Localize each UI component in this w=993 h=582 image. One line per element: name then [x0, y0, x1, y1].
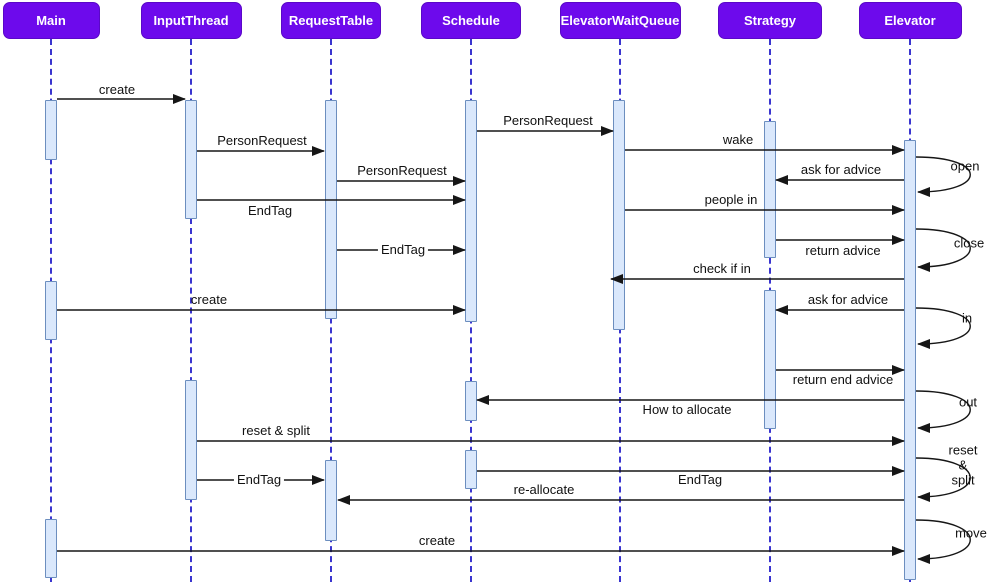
activation-bar-requesttable-5	[325, 100, 337, 319]
self-call-label-close: close	[953, 235, 985, 251]
actor-schedule: Schedule	[421, 2, 521, 39]
message-label-personrequest: PersonRequest	[217, 133, 307, 148]
self-call-label-out: out	[958, 394, 978, 410]
message-label-ask-for-advice: ask for advice	[807, 292, 889, 307]
activation-bar-inputthread-4	[185, 380, 197, 500]
message-label-personrequest: PersonRequest	[503, 113, 593, 128]
actor-label-inputthread: InputThread	[153, 13, 229, 28]
actor-elevator: Elevator	[858, 2, 962, 39]
message-label-endtag: EndTag	[677, 472, 723, 487]
message-label-return-end-advice: return end advice	[792, 372, 894, 387]
actor-main: Main	[2, 2, 100, 39]
actor-requesttable: RequestTable	[281, 2, 381, 39]
activation-bar-main-1	[45, 281, 57, 340]
activation-bar-main-2	[45, 519, 57, 578]
self-call-label-in: in	[961, 310, 973, 326]
activation-bar-main-0	[45, 100, 57, 160]
self-call-label-open: open	[950, 158, 980, 174]
activation-bar-schedule-9	[465, 450, 477, 489]
actor-label-requesttable: RequestTable	[288, 13, 374, 28]
actor-label-elevatorwaitqueue: ElevatorWaitQueue	[560, 13, 680, 28]
message-label-ask-for-advice: ask for advice	[800, 162, 882, 177]
actor-strategy: Strategy	[718, 2, 822, 39]
actor-label-main: Main	[36, 13, 66, 28]
activation-bar-requesttable-6	[325, 460, 337, 541]
message-label-endtag: EndTag	[247, 203, 293, 218]
activation-bar-strategy-11	[764, 121, 776, 258]
message-label-endtag: EndTag	[233, 473, 285, 487]
message-label-create: create	[418, 533, 456, 548]
message-label-people-in: people in	[704, 192, 758, 207]
message-label-how-to-allocate: How to allocate	[642, 402, 732, 417]
activation-bar-schedule-8	[465, 381, 477, 421]
activation-bar-schedule-7	[465, 100, 477, 322]
activation-bar-inputthread-3	[185, 100, 197, 219]
actor-label-elevator: Elevator	[884, 13, 936, 28]
self-call-label-move: move	[955, 525, 987, 541]
actor-inputthread: InputThread	[140, 2, 242, 39]
activation-bar-elevatorwaitqueue-10	[613, 100, 625, 330]
actor-label-schedule: Schedule	[442, 13, 500, 28]
message-label-check-if-in: check if in	[693, 261, 751, 276]
actor-label-strategy: Strategy	[743, 13, 797, 28]
message-label-return-advice: return advice	[805, 243, 881, 258]
message-label-personrequest: PersonRequest	[357, 163, 447, 178]
message-label-wake: wake	[722, 132, 754, 147]
message-label-create: create	[190, 292, 228, 307]
message-label-create: create	[98, 82, 136, 97]
activation-bar-strategy-12	[764, 290, 776, 429]
message-label-re-allocate: re-allocate	[513, 482, 575, 497]
actor-elevatorwaitqueue: ElevatorWaitQueue	[559, 2, 681, 39]
message-label-reset-split: reset & split	[242, 423, 310, 438]
activation-bar-elevator-13	[904, 140, 916, 580]
self-call-label-reset-split: reset & split	[948, 442, 978, 488]
message-label-endtag: EndTag	[377, 243, 429, 257]
